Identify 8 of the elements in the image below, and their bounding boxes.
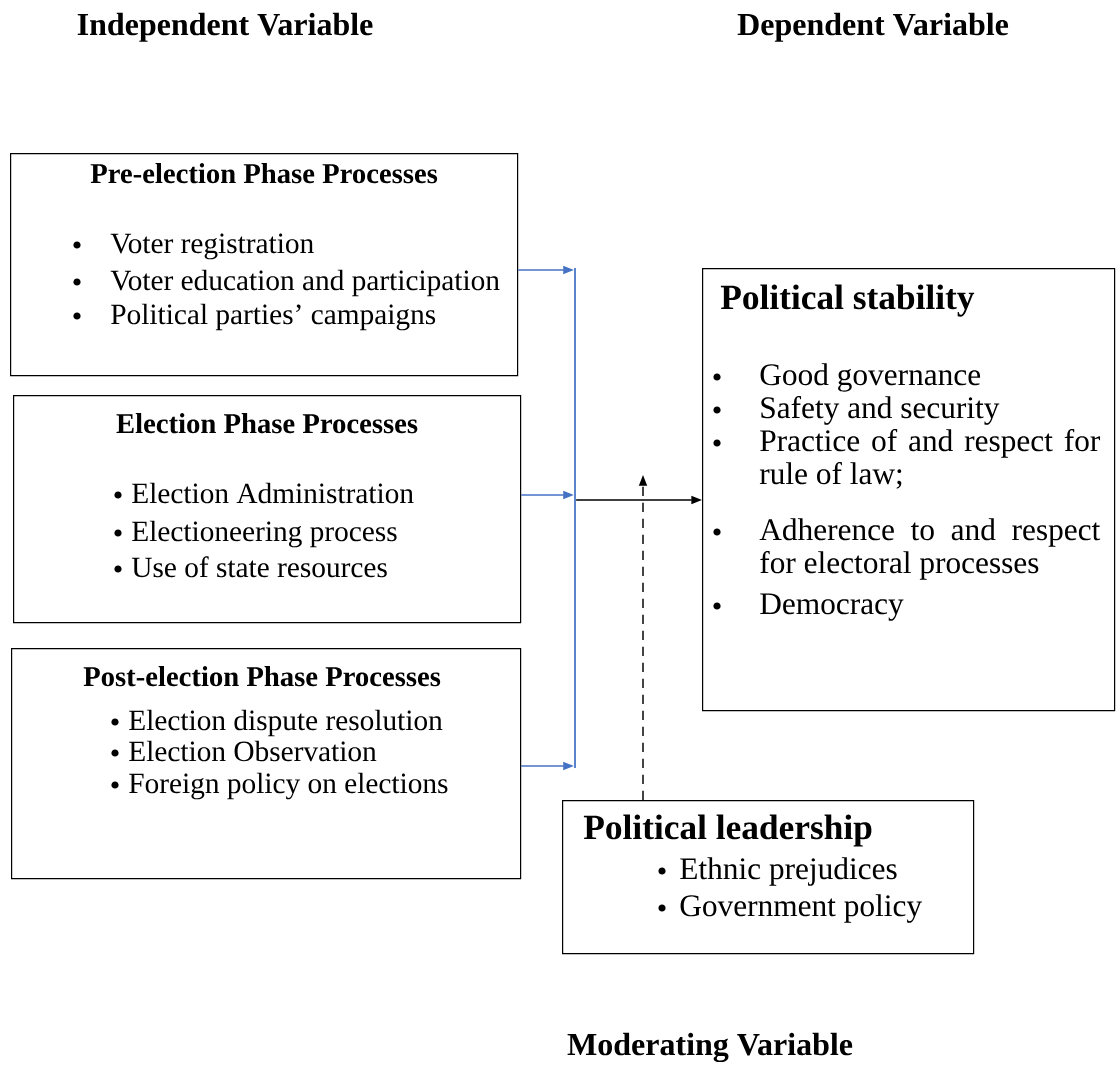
variable-box: Post-election Phase Processes Election dispute resolution Election Observation Foreign policy on elections: [11, 648, 522, 880]
variable-box: Political stability Good governance Safety and security Practice of and respect for rule of law; Adherence to and respect for electoral processes Democracy: [702, 268, 1116, 712]
axis-heading: Dependent Variable: [737, 12, 1009, 42]
variable-box: Pre-election Phase Processes Voter registration Voter education and participation Political parties’ campaigns: [10, 153, 519, 377]
variable-box: Election Phase Processes Election Administration Electioneering process Use of state resources: [13, 395, 522, 624]
variable-box: Political leadership Ethnic prejudices Government policy: [562, 800, 975, 955]
axis-heading: Moderating Variable: [567, 1032, 853, 1063]
axis-heading: Independent Variable: [77, 12, 373, 42]
